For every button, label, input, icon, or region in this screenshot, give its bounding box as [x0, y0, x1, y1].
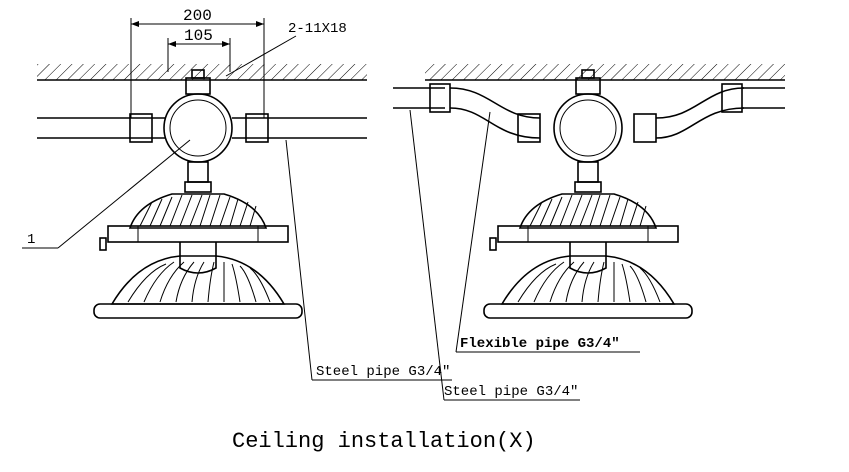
bolt-spec-label: 2-11X18 — [288, 21, 347, 37]
caption: Ceiling installation(X) — [232, 429, 536, 454]
callout-number: 1 — [27, 232, 35, 248]
ceiling-left — [37, 64, 367, 81]
dimension-200-label: 200 — [183, 7, 212, 25]
leader-lines — [285, 109, 640, 401]
ceiling-right — [425, 64, 785, 81]
right-lamp-assembly — [393, 69, 785, 319]
callout-1: 1 — [22, 139, 191, 249]
dimension-200: 200 — [130, 7, 265, 118]
dimension-105: 105 — [167, 27, 231, 72]
flexible-pipe-label: Flexible pipe G3/4" — [460, 336, 620, 352]
bolt-callout: 2-11X18 — [225, 21, 347, 77]
steel-pipe-right-label: Steel pipe G3/4" — [444, 384, 578, 400]
left-lamp-assembly — [37, 69, 367, 319]
dimension-105-label: 105 — [184, 27, 213, 45]
steel-pipe-left-label: Steel pipe G3/4" — [316, 364, 450, 380]
